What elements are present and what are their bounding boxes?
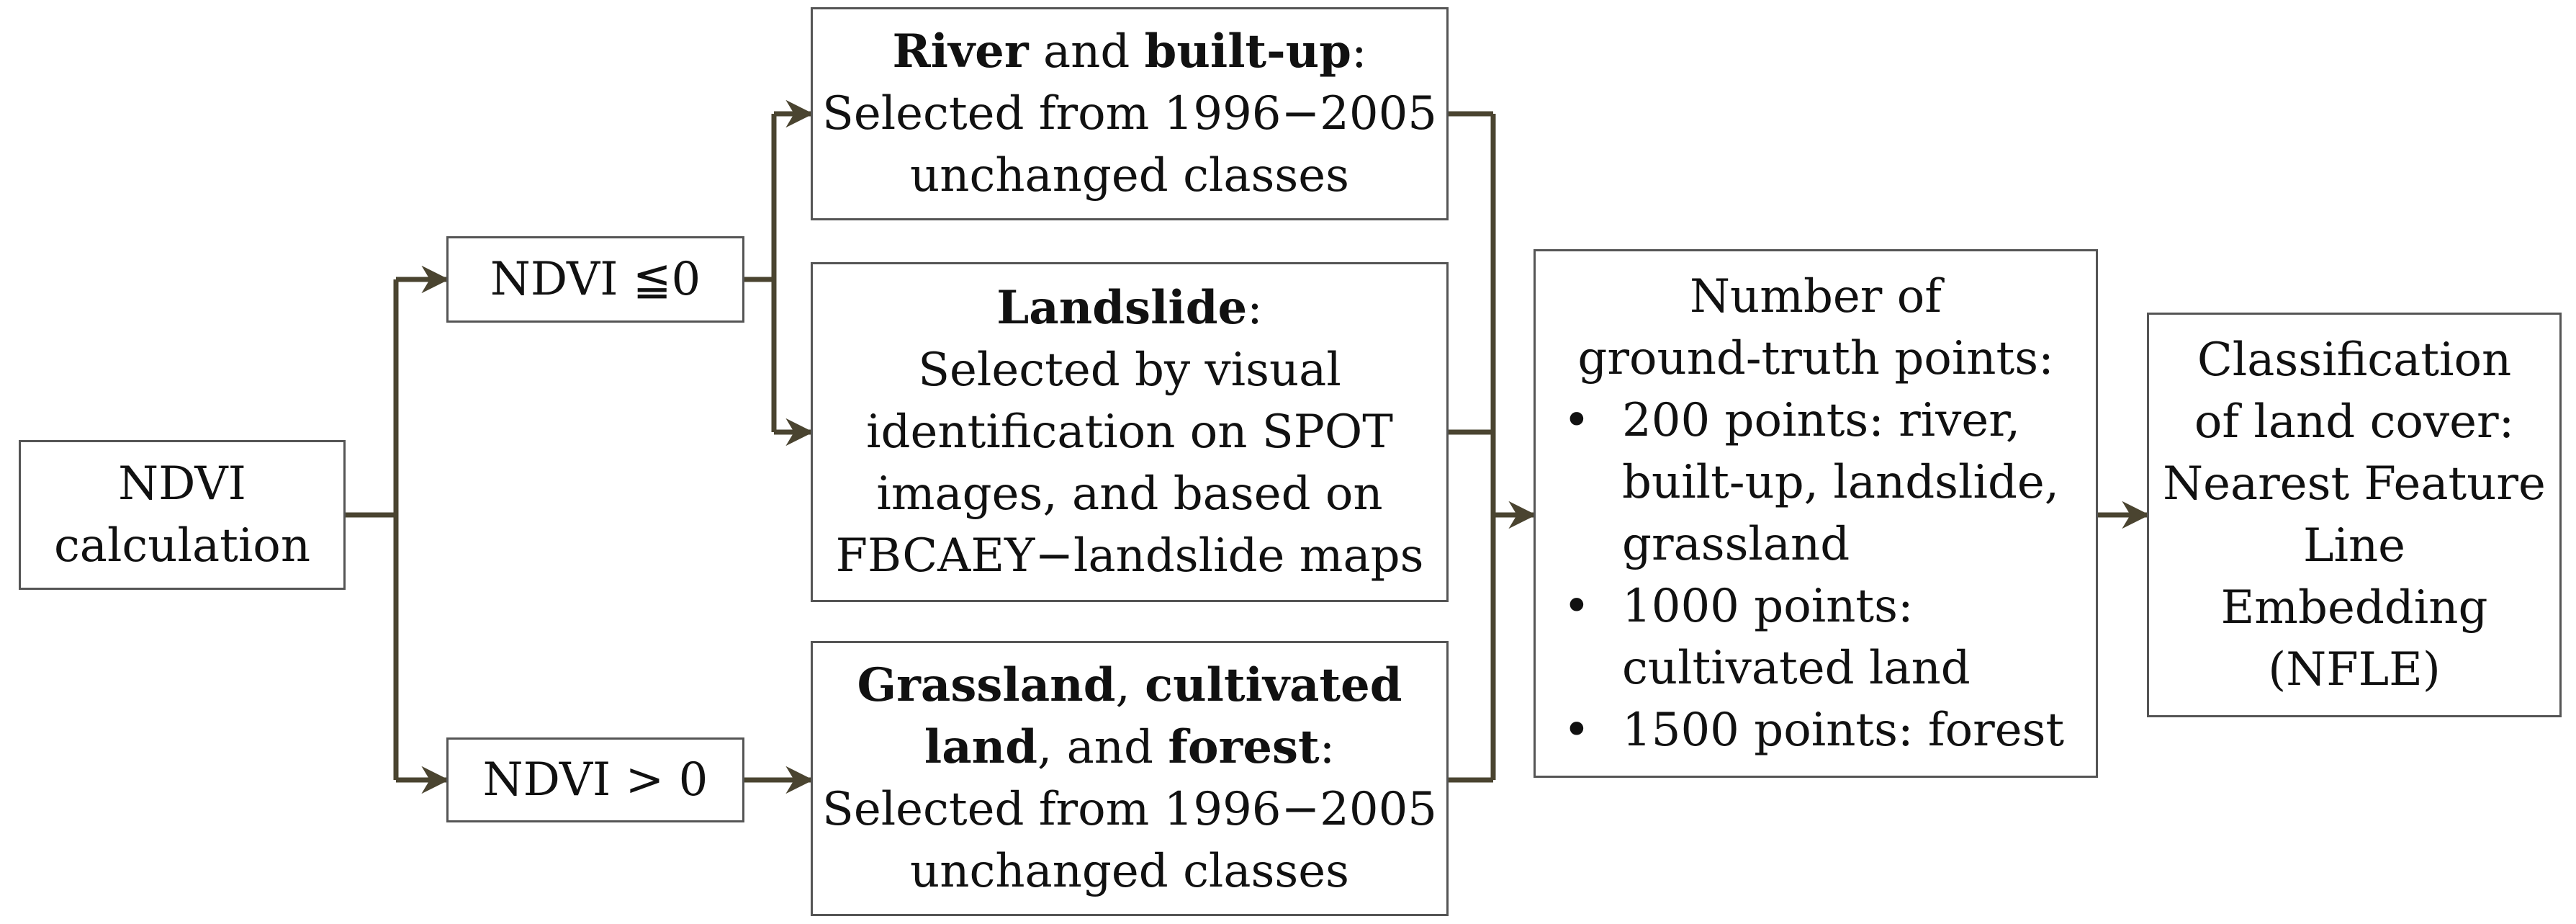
nfle-line-5: Embedding — [2220, 581, 2488, 634]
points-item-2-line-2: cultivated land — [1622, 642, 1971, 695]
nfle-line-3: Nearest Feature — [2163, 457, 2546, 511]
points-list: • 200 points: river, built-up, landslide… — [1536, 390, 2096, 761]
grass-line-1: Selected from 1996−2005 — [821, 783, 1438, 836]
points-item-3-line-1: 1500 points: forest — [1622, 704, 2065, 757]
ndvi-calc-line-1: NDVI — [118, 457, 246, 511]
landslide-line-3: images, and based on — [876, 467, 1383, 521]
landslide-line-1: Selected by visual — [918, 344, 1341, 397]
ndvi-le-label: NDVI ≦0 — [490, 253, 701, 306]
landslide-line-2: identification on SPOT — [866, 405, 1393, 459]
points-item-2-line-1: 1000 points: — [1622, 580, 1914, 633]
node-ndvi-le-zero: NDVI ≦0 — [446, 236, 744, 323]
list-item: • 200 points: river, built-up, landslide… — [1536, 390, 2096, 575]
points-head-1: Number of — [1690, 270, 1942, 323]
grass-heading-2: land, and forest: — [924, 717, 1335, 779]
nfle-line-4: Line — [2302, 519, 2406, 573]
forest-bold: forest — [1168, 720, 1320, 774]
landslide-colon: : — [1247, 282, 1263, 335]
grass-heading-1: Grassland, cultivated — [857, 655, 1402, 717]
node-landslide: Landslide: Selected by visual identifica… — [811, 262, 1449, 602]
node-nfle-classification: Classification of land cover: Nearest Fe… — [2147, 313, 2562, 717]
landslide-heading: Landslide: — [996, 277, 1262, 339]
nfle-line-6: (NFLE) — [2268, 643, 2441, 696]
nfle-line-1: Classification — [2197, 333, 2512, 387]
points-item-1-line-2: built-up, landslide, — [1622, 456, 2060, 509]
river-line-1: Selected from 1996−2005 — [821, 87, 1438, 140]
node-river-builtup: River and built-up: Selected from 1996−2… — [811, 7, 1449, 220]
river-bold: River — [892, 24, 1029, 79]
grassland-bold: Grassland — [857, 658, 1116, 712]
grass-comma: , — [1115, 659, 1145, 712]
bullet-icon: • — [1563, 580, 1590, 633]
builtup-bold: built-up — [1144, 24, 1351, 79]
points-item-1-line-1: 200 points: river, — [1622, 394, 2021, 447]
land-bold: land — [924, 720, 1037, 774]
grass-colon: : — [1319, 721, 1336, 774]
list-item: • 1500 points: forest — [1536, 699, 2096, 761]
node-ndvi-gt-zero: NDVI > 0 — [446, 737, 744, 822]
ndvi-gt-label: NDVI > 0 — [482, 753, 708, 807]
cultivated-bold: cultivated — [1145, 658, 1402, 712]
list-item: • 1000 points: cultivated land — [1536, 575, 2096, 699]
node-grassland-cultivated-forest: Grassland, cultivated land, and forest: … — [811, 641, 1449, 916]
grass-and: , and — [1037, 721, 1168, 774]
points-head-2: ground-truth points: — [1577, 332, 2054, 385]
node-ndvi-calculation: NDVI calculation — [19, 440, 346, 590]
landslide-line-4: FBCAEY−landslide maps — [835, 529, 1424, 583]
landslide-bold: Landslide — [996, 281, 1248, 335]
bullet-icon: • — [1563, 704, 1590, 757]
river-colon: : — [1351, 25, 1367, 79]
grass-line-2: unchanged classes — [910, 845, 1349, 898]
nfle-line-2: of land cover: — [2194, 395, 2515, 449]
river-and: and — [1028, 25, 1145, 79]
node-ground-truth-points: Number of ground-truth points: • 200 poi… — [1534, 249, 2098, 778]
ndvi-calc-line-2: calculation — [53, 519, 311, 573]
bullet-icon: • — [1563, 394, 1590, 447]
river-heading: River and built-up: — [892, 21, 1366, 83]
river-line-2: unchanged classes — [910, 149, 1349, 202]
points-item-1-line-3: grassland — [1622, 518, 1850, 571]
